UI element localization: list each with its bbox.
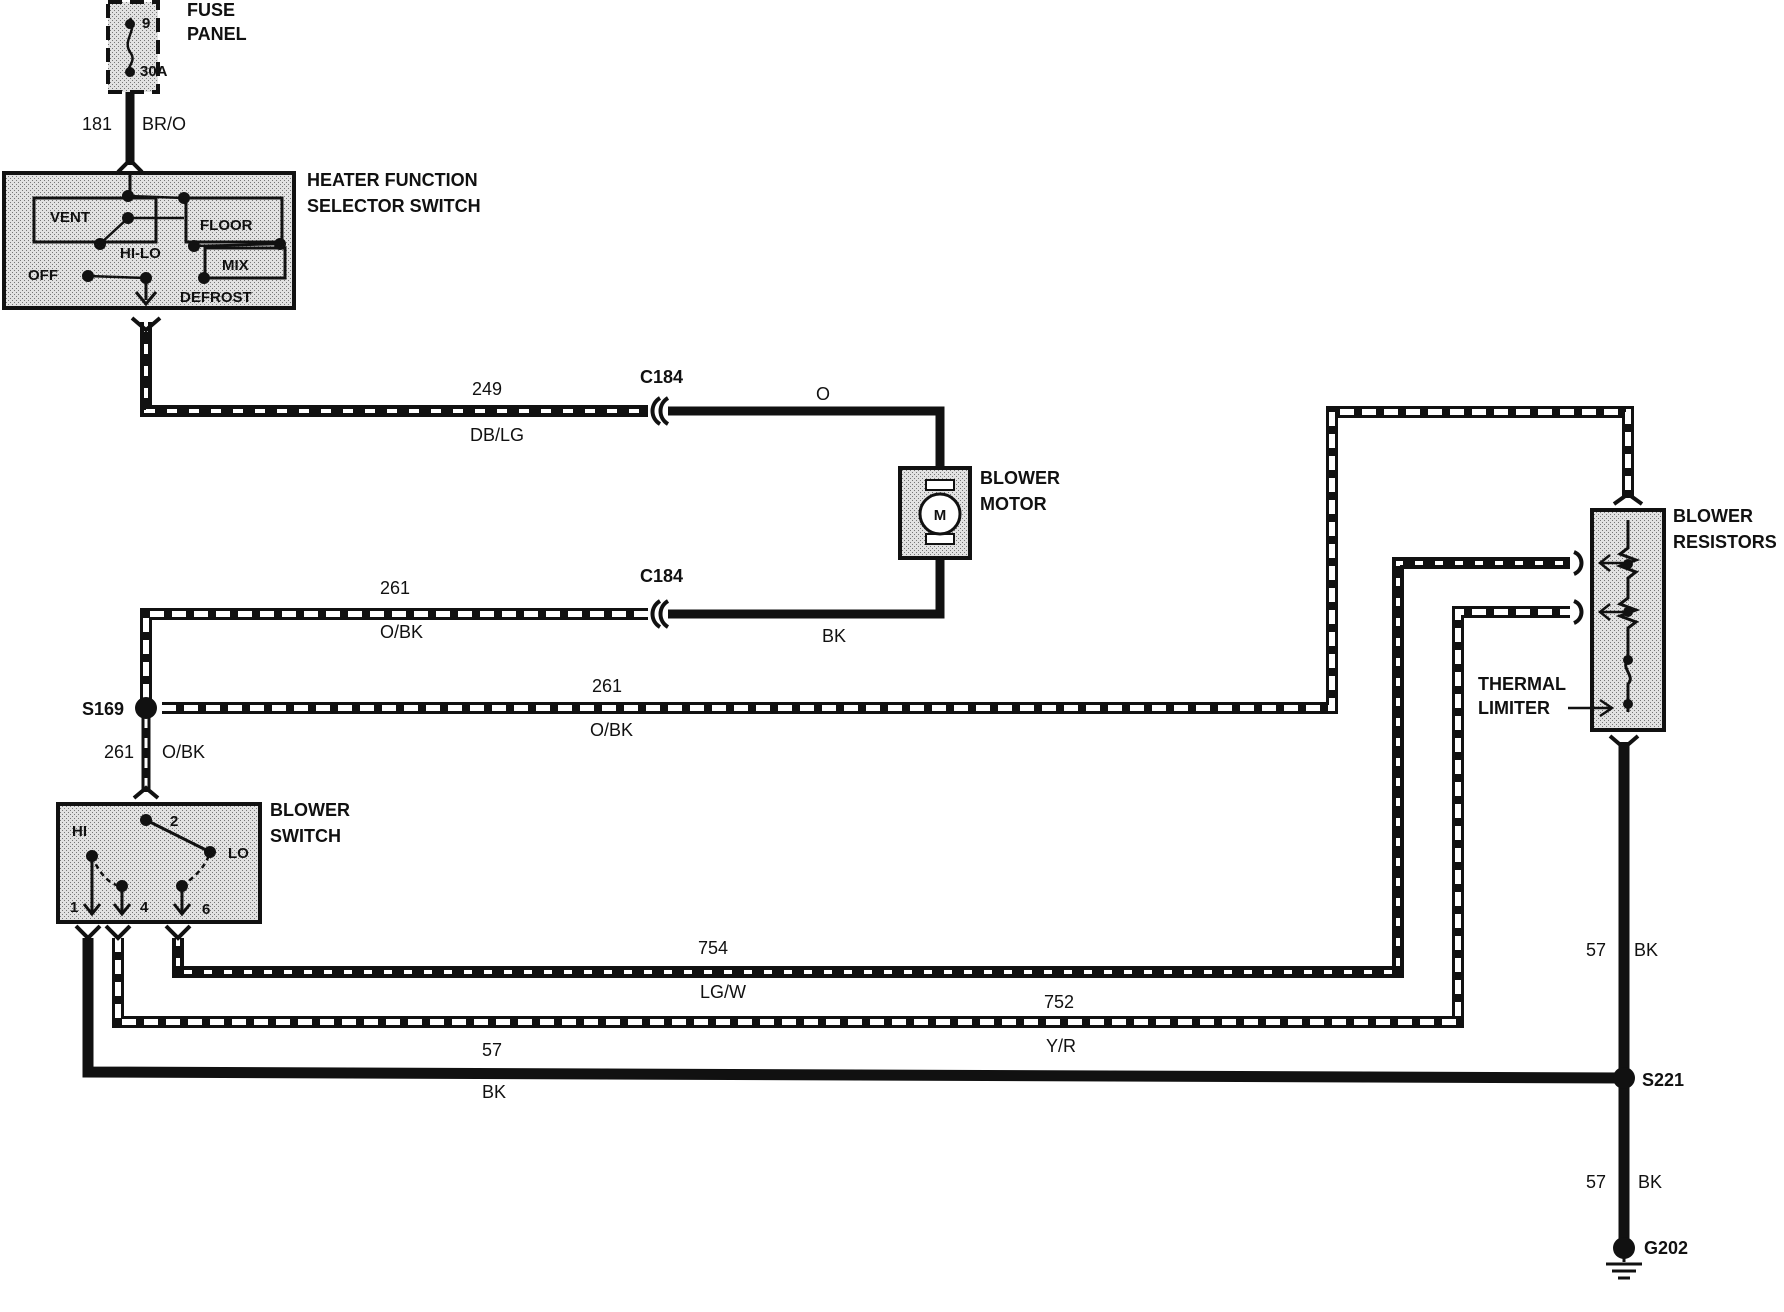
wire-261-mid <box>162 406 1634 714</box>
connector-c184-lower-label: C184 <box>640 566 683 586</box>
position-hi-lo: HI-LO <box>120 245 161 262</box>
wire-bk-motor <box>668 556 945 619</box>
blower-switch-label-2: SWITCH <box>270 826 341 846</box>
blower-motor-label-1: BLOWER <box>980 468 1060 488</box>
splice-s221-label: S221 <box>1642 1070 1684 1090</box>
position-4: 4 <box>140 899 149 916</box>
wire-181-color: BR/O <box>142 114 186 134</box>
thermal-limiter-arrow <box>1568 698 1615 718</box>
position-floor: FLOOR <box>200 217 253 234</box>
heater-function-selector-switch: VENT FLOOR HI-LO MIX OFF DEFROST <box>2 157 296 333</box>
heater-switch-label-2: SELECTOR SWITCH <box>307 196 481 216</box>
blower-switch-label-1: BLOWER <box>270 800 350 820</box>
wire-249 <box>140 322 648 417</box>
blower-resistors-label-1: BLOWER <box>1673 506 1753 526</box>
blower-motor: M <box>898 466 972 560</box>
blower-switch: HI LO 2 1 4 6 <box>56 785 262 941</box>
fuse-rating: 30A <box>140 63 168 80</box>
thermal-limiter-label-2: LIMITER <box>1478 698 1550 718</box>
wire-261-top <box>140 608 648 705</box>
wire-57-bottom <box>82 938 1625 1084</box>
fuse-panel: 9 30A <box>106 0 168 94</box>
wire-57-bottom-circuit: 57 <box>482 1040 502 1060</box>
position-vent: VENT <box>50 209 90 226</box>
connector-c184-upper-label: C184 <box>640 367 683 387</box>
thermal-limiter-label-1: THERMAL <box>1478 674 1566 694</box>
position-mix: MIX <box>222 257 249 274</box>
fuse-number: 9 <box>142 15 150 32</box>
wire-261-down-color: O/BK <box>162 742 205 762</box>
wire-754-circuit: 754 <box>698 938 728 958</box>
wire-754 <box>172 557 1570 978</box>
motor-symbol: M <box>934 507 947 524</box>
fuse-panel-label-1: FUSE <box>187 0 235 20</box>
position-hi: HI <box>72 823 87 840</box>
position-off: OFF <box>28 267 58 284</box>
wire-752-color: Y/R <box>1046 1036 1076 1056</box>
wire-57-ground-color: BK <box>1638 1172 1662 1192</box>
blower-motor-label-2: MOTOR <box>980 494 1047 514</box>
blower-resistors-label-2: RESISTORS <box>1673 532 1777 552</box>
wire-249-color: DB/LG <box>470 425 524 445</box>
wire-752 <box>112 606 1570 1028</box>
position-6: 6 <box>202 901 210 918</box>
connector-c184-upper <box>650 396 670 426</box>
wire-57-bottom-color: BK <box>482 1082 506 1102</box>
wire-57-right-circuit: 57 <box>1586 940 1606 960</box>
wire-261-top-circuit: 261 <box>380 578 410 598</box>
ground-g202-label: G202 <box>1644 1238 1688 1258</box>
wire-o <box>668 406 945 472</box>
wire-249-circuit: 249 <box>472 379 502 399</box>
blower-resistors <box>1573 491 1666 751</box>
wire-261-mid-color: O/BK <box>590 720 633 740</box>
wire-752-circuit: 752 <box>1044 992 1074 1012</box>
heater-switch-label-1: HEATER FUNCTION <box>307 170 478 190</box>
wire-261-down-circuit: 261 <box>104 742 134 762</box>
wire-261-top-color: O/BK <box>380 622 423 642</box>
wire-754-color: LG/W <box>700 982 746 1002</box>
wire-o-color: O <box>816 384 830 404</box>
position-lo: LO <box>228 845 249 862</box>
splice-s169-label: S169 <box>82 699 124 719</box>
splice-s221 <box>1613 1067 1635 1089</box>
position-defrost: DEFROST <box>180 289 252 306</box>
wire-261-mid-circuit: 261 <box>592 676 622 696</box>
ground-g202 <box>1606 1237 1642 1280</box>
wire-181-circuit: 181 <box>82 114 112 134</box>
connector-c184-lower <box>650 599 670 629</box>
position-2: 2 <box>170 813 178 830</box>
wire-bk-motor-color: BK <box>822 626 846 646</box>
fuse-panel-label-2: PANEL <box>187 24 247 44</box>
splice-s169 <box>135 697 157 719</box>
wire-57-right-color: BK <box>1634 940 1658 960</box>
wire-57-ground-circuit: 57 <box>1586 1172 1606 1192</box>
position-1: 1 <box>70 899 78 916</box>
